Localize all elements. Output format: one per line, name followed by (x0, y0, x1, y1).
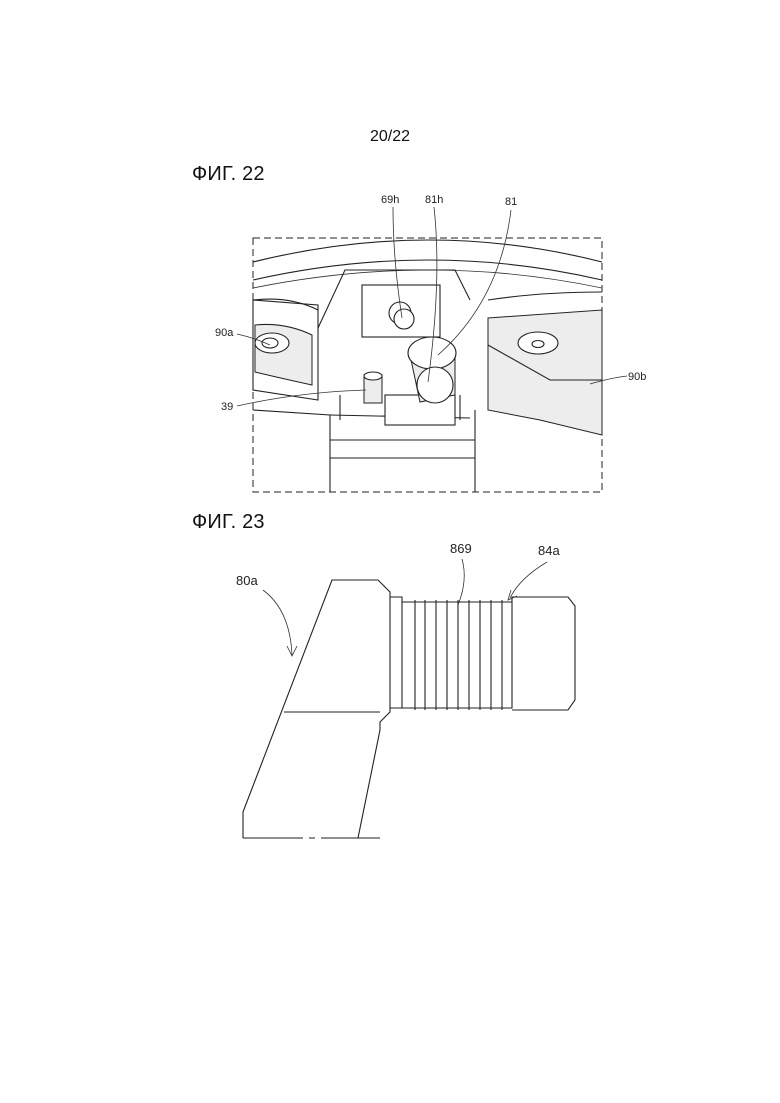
label-84a: 84a (538, 543, 560, 558)
leader-84a (510, 562, 547, 598)
shank-neck (390, 597, 402, 708)
label-869: 869 (450, 541, 472, 556)
shank-tip (512, 597, 575, 710)
thread-lines (415, 600, 502, 710)
shank-threaded (402, 602, 512, 708)
leader-80a (263, 590, 292, 655)
label-80a: 80a (236, 573, 258, 588)
body-80a-outline (243, 580, 390, 838)
leader-869 (458, 559, 464, 605)
